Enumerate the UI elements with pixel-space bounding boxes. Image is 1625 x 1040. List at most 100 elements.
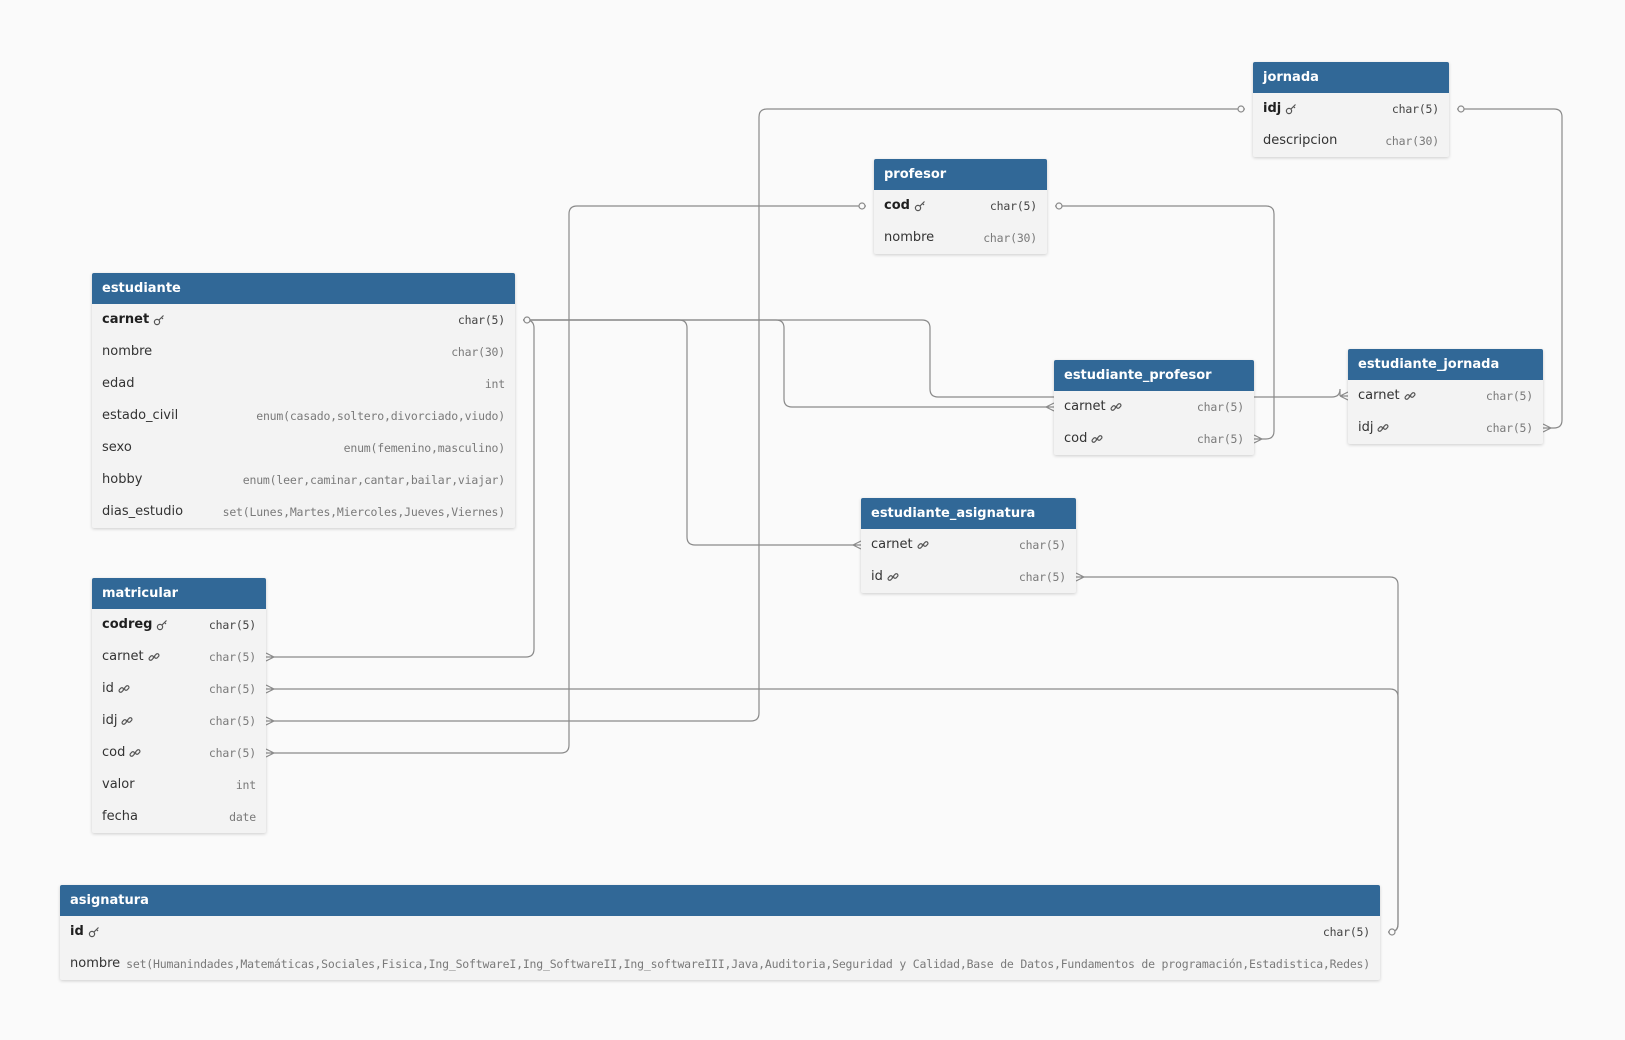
field-name: idj: [1358, 412, 1390, 444]
one-end-marker: [1457, 105, 1465, 113]
field-type: int: [484, 377, 505, 391]
field-name: cod: [1064, 423, 1103, 455]
link-icon: [1377, 422, 1390, 434]
field-type: set(Lunes,Martes,Miercoles,Jueves,Vierne…: [222, 505, 506, 519]
field-type: set(Humanindades,Matemáticas,Sociales,Fi…: [126, 957, 1370, 971]
field-name: edad: [102, 368, 134, 400]
field-type: char(5): [208, 650, 256, 664]
field-row[interactable]: carnet char(5): [92, 304, 515, 336]
field-row[interactable]: carnet char(5): [861, 529, 1076, 561]
field-name: estado_civil: [102, 400, 178, 432]
many-end-marker: [1075, 572, 1085, 582]
field-name: cod: [884, 190, 926, 222]
field-name: carnet: [102, 641, 160, 673]
field-row[interactable]: carnet char(5): [92, 641, 266, 673]
many-end-marker: [1542, 423, 1552, 433]
link-icon: [121, 715, 134, 727]
one-end-marker: [1237, 105, 1245, 113]
field-row[interactable]: descripcion char(30): [1253, 125, 1449, 157]
field-type: char(5): [208, 618, 256, 632]
field-name: codreg: [102, 609, 168, 641]
field-name: id: [70, 916, 100, 948]
table-header[interactable]: matricular: [92, 578, 266, 609]
field-row[interactable]: idj char(5): [1348, 412, 1543, 444]
field-type: char(5): [457, 313, 505, 327]
table-header[interactable]: jornada: [1253, 62, 1449, 93]
many-end-marker: [1045, 402, 1055, 412]
field-name-text: cod: [102, 745, 126, 760]
table-header[interactable]: asignatura: [60, 885, 1380, 916]
field-name: carnet: [102, 304, 165, 336]
many-end-marker: [852, 540, 862, 550]
key-icon: [88, 926, 100, 938]
table-header[interactable]: estudiante_profesor: [1054, 360, 1254, 391]
field-name: descripcion: [1263, 125, 1337, 157]
field-type: char(5): [1196, 400, 1244, 414]
rel-asignatura-estudiante-asignatura: [1084, 576, 1399, 933]
field-type: char(30): [983, 231, 1037, 245]
field-row[interactable]: edad int: [92, 368, 515, 400]
field-name-text: carnet: [871, 537, 913, 552]
field-type: char(5): [989, 199, 1037, 213]
table-header[interactable]: profesor: [874, 159, 1047, 190]
many-end-marker: [265, 684, 275, 694]
field-name: valor: [102, 769, 135, 801]
many-end-marker: [265, 716, 275, 726]
field-type: char(30): [451, 345, 505, 359]
field-name-text: carnet: [1358, 388, 1400, 403]
table-header[interactable]: estudiante_jornada: [1348, 349, 1543, 380]
field-type: char(30): [1385, 134, 1439, 148]
field-name-text: idj: [1263, 101, 1282, 116]
field-row[interactable]: hobby enum(leer,caminar,cantar,bailar,via…: [92, 464, 515, 496]
field-name: hobby: [102, 464, 142, 496]
field-type: enum(leer,caminar,cantar,bailar,viajar): [242, 473, 505, 487]
field-type: char(5): [1485, 421, 1533, 435]
field-name: nombre: [884, 222, 934, 254]
field-name-text: id: [70, 924, 84, 939]
many-end-marker: [265, 652, 275, 662]
field-row[interactable]: nombre char(30): [874, 222, 1047, 254]
field-row[interactable]: cod char(5): [874, 190, 1047, 222]
field-name-text: carnet: [102, 649, 144, 664]
field-row[interactable]: estado_civil enum(casado,soltero,divorcia…: [92, 400, 515, 432]
field-type: enum(casado,soltero,divorciado,viudo): [256, 409, 505, 423]
field-row[interactable]: dias_estudio set(Lunes,Martes,Miercoles,J…: [92, 496, 515, 528]
table-header[interactable]: estudiante: [92, 273, 515, 304]
field-type: char(5): [1018, 538, 1066, 552]
key-icon: [156, 619, 168, 631]
link-icon: [1404, 390, 1416, 402]
field-name: id: [871, 561, 899, 593]
field-row[interactable]: codreg char(5): [92, 609, 266, 641]
key-icon: [914, 200, 926, 212]
field-name-text: dias_estudio: [102, 504, 184, 519]
field-name-text: descripcion: [1263, 133, 1338, 148]
link-icon: [1091, 433, 1103, 445]
rel-estudiante-estudiante-profesor: [523, 319, 1046, 408]
many-end-marker: [1339, 391, 1349, 401]
table-header[interactable]: estudiante_asignatura: [861, 498, 1076, 529]
key-icon: [153, 314, 165, 326]
